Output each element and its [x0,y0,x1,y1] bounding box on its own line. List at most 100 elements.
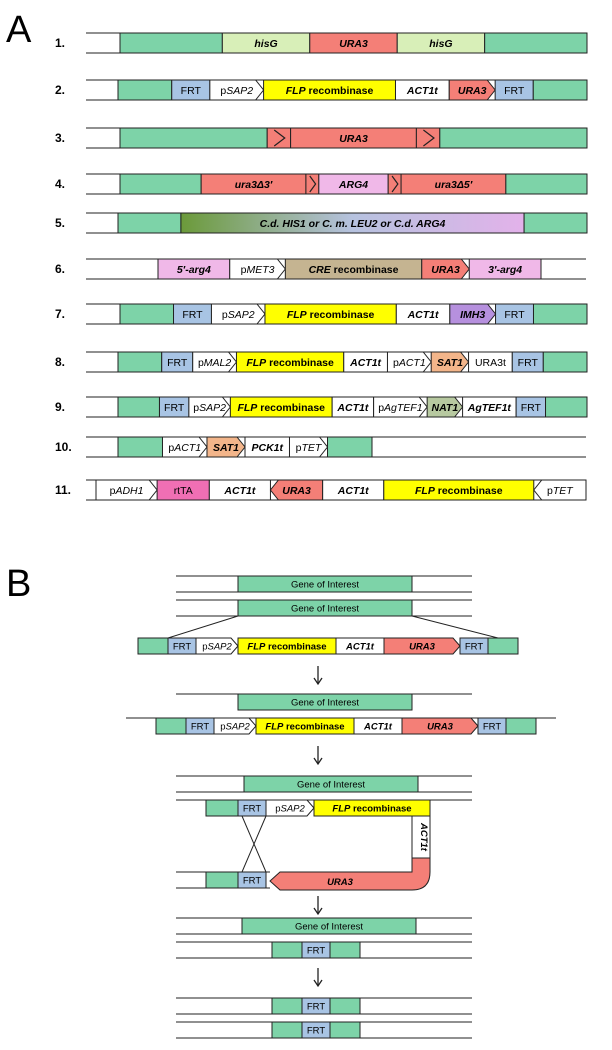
box-shape [439,127,588,149]
segment-ptet: pTET [288,436,329,458]
segment-label: URA3 [427,721,454,732]
construct-number: 2. [55,83,65,97]
segment-label: 5′-arg4 [177,264,211,276]
goi-locus: Gene of Interest [176,599,472,617]
segment-ura3: URA3 [309,32,398,54]
segment-green [532,79,588,101]
segment-label: FRT [191,721,209,732]
arrow-shape [386,351,432,373]
box-shape [155,717,187,735]
construct-number: 1. [55,36,65,50]
ura3-label: URA3 [327,877,354,888]
segment-label: FRT [307,1025,325,1036]
homology-line-left [167,615,239,639]
frt-site: FRT [167,637,197,655]
flank-left [271,997,303,1015]
segment-act1t: ACT1t [395,303,451,325]
segment-nat1: NAT1 [426,396,464,418]
segment-flp-recombinase: FLP recombinase [235,351,345,373]
flank-left [137,637,169,655]
construct-number: 8. [55,355,65,369]
segment-label: pSAP2 [275,803,305,814]
segment-label: pADH1 [110,485,144,497]
frt-site: FRT [237,799,267,817]
segment-label: hisG [254,38,277,50]
box-shape [505,717,537,735]
segment-label: ARG4 [338,179,368,191]
marker-chevron [273,129,286,147]
arrow-shape [188,396,231,418]
flp-recombinase: FLP recombinase [313,799,431,817]
step-arrow-icon [313,666,323,686]
arrow-shape [210,303,266,325]
ura3-marker: URA3 [383,637,461,655]
segment-label: Gene of Interest [297,779,365,790]
segment-ura3: URA3 [448,79,496,101]
segment-label: ACT1t [406,85,438,97]
segment-label: pACT1 [393,357,426,369]
arrow-shape [401,717,479,735]
segment-label: Gene of Interest [291,579,359,590]
step-arrow-icon [313,968,323,988]
segment-label: PCK1t [251,442,283,454]
segment-label: URA3 [282,485,311,497]
box-shape [241,917,417,935]
segment-green [542,351,588,373]
segment-label: ACT1t [337,485,369,497]
segment-sat1: SAT1 [430,351,470,373]
flank-left [205,871,239,889]
segment-label: ACT1t [336,402,368,414]
segment-act1t: ACT1t [394,79,450,101]
gene-of-interest: Gene of Interest [243,775,419,793]
segment-label: pSAP2 [220,85,253,97]
box-shape [329,1021,361,1039]
segment-green [523,212,588,234]
homology-line-right [411,615,499,639]
gene-of-interest: Gene of Interest [237,693,413,711]
flp-recombinase: FLP recombinase [255,717,355,735]
segment-label: FRT [521,402,542,414]
box-shape [271,997,303,1015]
segment-label: URA3 [409,641,436,652]
arrow-shape [206,436,246,458]
frt-site: FRT [237,871,267,889]
frt-site: FRT [459,637,489,655]
box-shape [271,1021,303,1039]
arrow-shape [95,479,158,501]
segment-label: URA3t [475,357,506,369]
marker-box [387,173,402,195]
segment-green [545,396,588,418]
segment-label: FRT [182,309,203,321]
box-shape [117,396,160,418]
marker-chevron [391,175,399,193]
arrow-shape [448,79,496,101]
box-shape [523,212,588,234]
segment-ura3-5: ura3Δ5′ [400,173,507,195]
segment-label: FRT [307,945,325,956]
segment-label: ACT1t [349,357,381,369]
construct-number: 4. [55,177,65,191]
panel-b-label: B [6,563,31,605]
box-shape [468,258,542,280]
segment-label: SAT1 [437,357,463,369]
segment-frt: FRT [161,351,194,373]
segment-green [439,127,588,149]
box-shape [117,79,173,101]
segment-label: ACT1t [407,309,439,321]
segment-frt: FRT [173,303,212,325]
segment-label: FRT [307,1001,325,1012]
arrow-shape [195,637,239,655]
act1-terminator: ACT1t [353,717,403,735]
segment-sat1: SAT1 [206,436,246,458]
box-shape [532,79,588,101]
ura3-marker: URA3 [401,717,479,735]
frt-site: FRT [301,941,331,959]
segment-label: 3′-arg4 [488,264,522,276]
segment-label: URA3 [458,85,487,97]
